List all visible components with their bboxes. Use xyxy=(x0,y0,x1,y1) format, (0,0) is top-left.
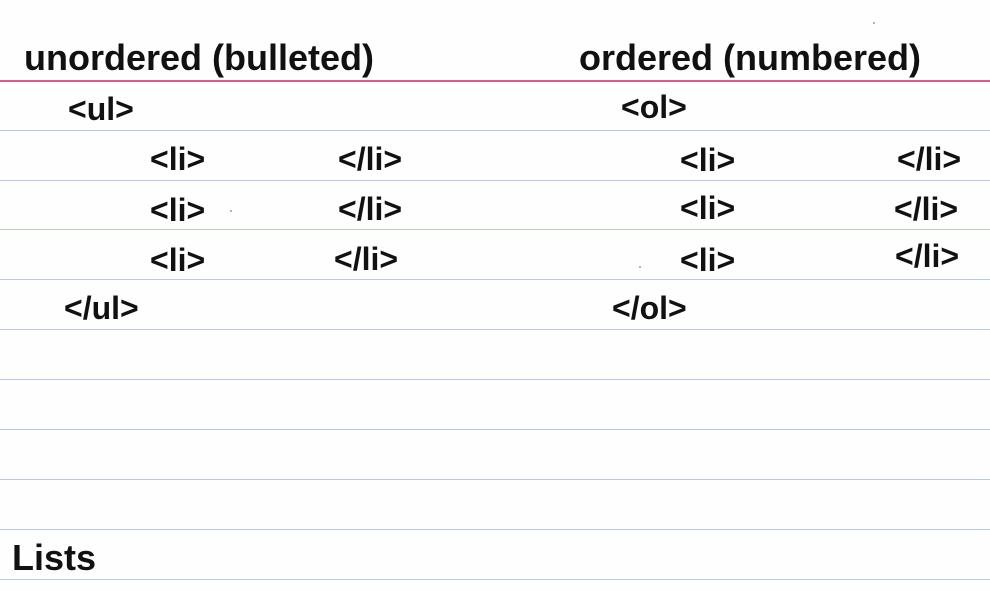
ul-li-close-tag: </li> xyxy=(338,141,403,177)
ol-li-open-tag: <li> xyxy=(680,142,736,178)
ol-close-tag: </ol> xyxy=(612,290,687,326)
unordered-heading: unordered (bulleted) xyxy=(24,37,374,78)
ruled-line xyxy=(0,329,990,330)
ul-li-open-tag: <li> xyxy=(150,242,206,278)
ruled-line xyxy=(0,229,990,230)
ruled-line xyxy=(0,180,990,181)
ol-li-close-tag: </li> xyxy=(897,141,962,177)
header-rule xyxy=(0,80,990,82)
ol-li-close-tag: </li> xyxy=(894,191,959,227)
ol-li-open-tag: <li> xyxy=(680,190,736,226)
ruled-line xyxy=(0,429,990,430)
card-topic-label: Lists xyxy=(12,537,97,578)
ul-open-tag: <ul> xyxy=(68,91,134,127)
ol-li-close-tag: </li> xyxy=(895,238,960,274)
paper-speck xyxy=(639,266,641,268)
ruled-line xyxy=(0,130,990,131)
ul-close-tag: </ul> xyxy=(64,290,139,326)
ul-li-open-tag: <li> xyxy=(150,141,206,177)
ruled-line xyxy=(0,479,990,480)
ol-open-tag: <ol> xyxy=(621,89,687,125)
paper-speck xyxy=(230,210,232,212)
paper-speck xyxy=(873,22,875,24)
ruled-line xyxy=(0,379,990,380)
ul-li-open-tag: <li> xyxy=(150,192,206,228)
ul-li-close-tag: </li> xyxy=(334,241,399,277)
ruled-line xyxy=(0,529,990,530)
ol-li-open-tag: <li> xyxy=(680,242,736,278)
ordered-heading: ordered (numbered) xyxy=(579,37,922,78)
ul-li-close-tag: </li> xyxy=(338,191,403,227)
ruled-line xyxy=(0,279,990,280)
ruled-line xyxy=(0,579,990,580)
